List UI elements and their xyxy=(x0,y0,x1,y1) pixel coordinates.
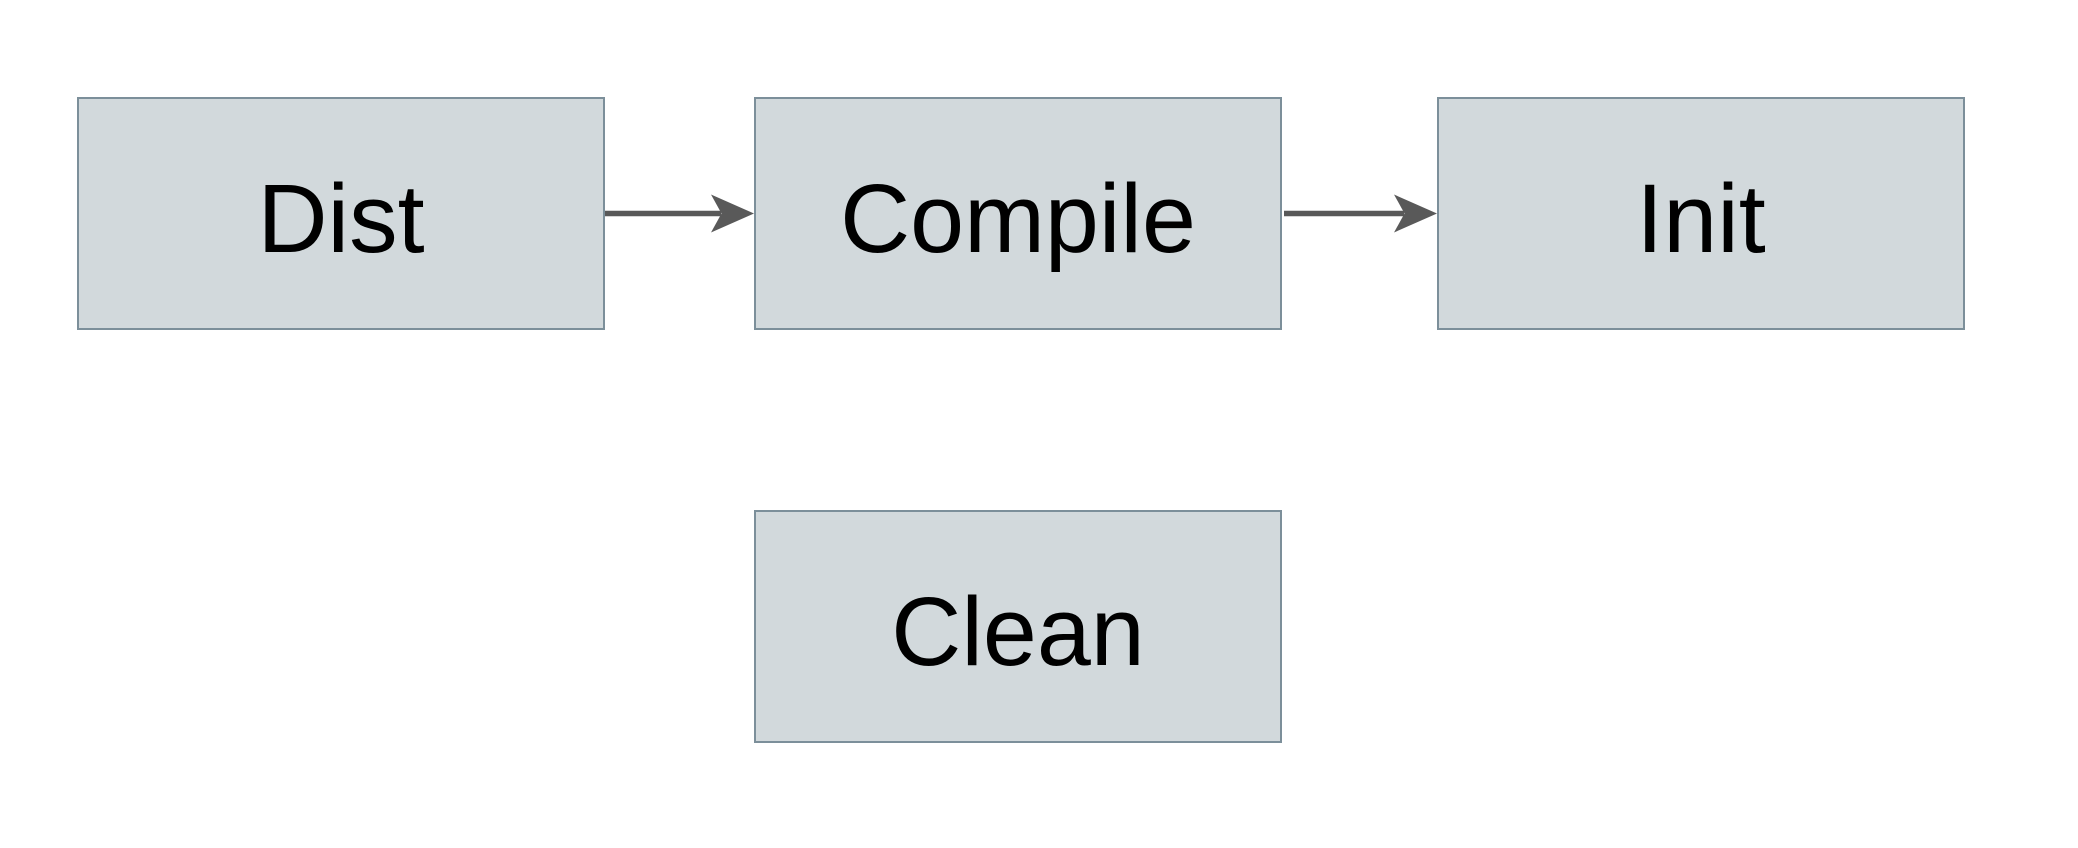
arrowhead-right-icon xyxy=(711,194,754,233)
node-compile-label: Compile xyxy=(840,164,1196,273)
node-init: Init xyxy=(1437,97,1965,330)
edge-dist-to-compile xyxy=(605,194,754,233)
edge-compile-to-init xyxy=(1284,194,1437,233)
node-dist: Dist xyxy=(77,97,605,330)
node-clean: Clean xyxy=(754,510,1282,743)
node-init-label: Init xyxy=(1636,164,1766,273)
node-dist-label: Dist xyxy=(257,164,425,273)
arrowhead-right-icon xyxy=(1394,194,1437,233)
node-clean-label: Clean xyxy=(891,577,1145,686)
node-compile: Compile xyxy=(754,97,1282,330)
